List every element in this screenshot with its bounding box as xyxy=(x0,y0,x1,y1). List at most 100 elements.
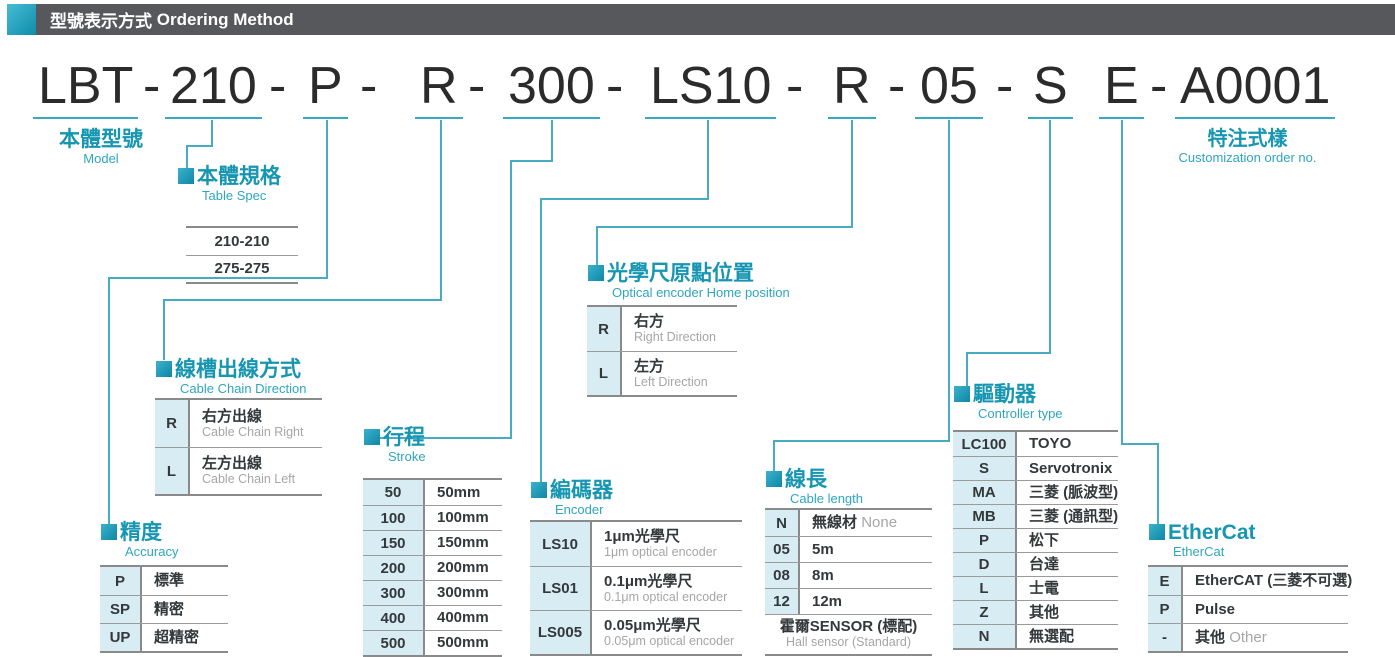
connector-line xyxy=(108,277,328,279)
row-value: 無線材 xyxy=(812,514,858,532)
section-marker-icon xyxy=(954,386,970,402)
section-marker-icon xyxy=(156,361,172,377)
row-code: 400 xyxy=(363,606,425,630)
model-separator: - xyxy=(468,57,486,115)
connector-line xyxy=(163,299,442,301)
model-separator: - xyxy=(996,57,1014,115)
connector-line xyxy=(851,120,853,228)
section-label-customization: 特注式樣 Customization order no. xyxy=(1145,128,1350,166)
row-value: 右方 xyxy=(634,313,665,331)
row-code: P xyxy=(100,567,142,595)
row-value: 士電 xyxy=(1029,579,1060,597)
row-value: 精密 xyxy=(154,600,185,618)
model-separator: - xyxy=(888,57,906,115)
row-value: 松下 xyxy=(1029,531,1060,549)
table-row: L 左方 Left Direction xyxy=(587,351,737,395)
connector-line xyxy=(596,226,598,266)
table-row: 210-210 xyxy=(186,228,298,255)
row-value: 左方出線 xyxy=(202,455,263,473)
row-code: 12 xyxy=(765,589,800,614)
row-code: S xyxy=(953,457,1017,480)
row-value: 0.1μm光學尺 xyxy=(604,572,693,590)
row-code: 05 xyxy=(765,537,800,562)
connector-line xyxy=(1157,443,1159,525)
connector-line xyxy=(510,160,512,439)
row-value: 台達 xyxy=(1029,555,1060,573)
row-value: 50mm xyxy=(437,483,481,501)
section-marker-icon xyxy=(178,168,194,184)
section-label-model: 本體型號 Model xyxy=(45,128,157,167)
page-title-en: Ordering Method xyxy=(156,9,294,29)
cable-chain-table: R 右方出線 Cable Chain Right L 左方出線 Cable Ch… xyxy=(155,398,322,496)
row-value: 12m xyxy=(812,592,843,610)
connector-line xyxy=(773,440,950,442)
table-row: 05 5m xyxy=(765,536,932,562)
row-value: 400mm xyxy=(437,609,489,627)
model-segment-home-position: R xyxy=(828,58,876,119)
cable-length-footer: 霍爾SENSOR (標配) Hall sensor (Standard) xyxy=(765,614,932,654)
row-code: L xyxy=(587,352,622,395)
row-value: TOYO xyxy=(1029,435,1072,453)
connector-line xyxy=(551,120,553,162)
section-label-encoder: 編碼器 Encoder xyxy=(531,479,613,518)
page-title-zh: 型號表示方式 xyxy=(50,12,152,31)
row-code: UP xyxy=(100,624,142,651)
table-row: MB 三菱 (通訊型) xyxy=(953,504,1118,528)
section-label-accuracy: 精度 Accuracy xyxy=(101,521,178,560)
controller-title-en: Controller type xyxy=(978,406,1063,422)
row-value: 0.05μm光學尺 xyxy=(604,616,701,634)
row-value: EtherCAT (三菱不可選) xyxy=(1195,572,1353,590)
model-segment-encoder: LS10 xyxy=(645,58,777,119)
controller-table: LC100 TOYO S Servotronix MA 三菱 (脈波型) MB … xyxy=(953,430,1118,650)
model-separator: - xyxy=(143,57,161,115)
row-value: Pulse xyxy=(1195,600,1236,618)
section-label-table-spec: 本體規格 Table Spec xyxy=(178,165,281,204)
row-value: 210-210 xyxy=(214,232,270,250)
connector-line xyxy=(540,198,542,484)
table-spec-title-zh: 本體規格 xyxy=(197,165,281,188)
section-marker-icon xyxy=(588,265,604,281)
row-code: - xyxy=(1148,624,1183,651)
row-value-en: Left Direction xyxy=(634,374,708,389)
row-code: P xyxy=(953,529,1017,552)
row-code: LS005 xyxy=(530,611,592,654)
row-value: 1μm光學尺 xyxy=(604,528,680,546)
model-segment-accuracy: P xyxy=(303,58,348,119)
row-value: 200mm xyxy=(437,559,489,577)
row-code: 50 xyxy=(363,480,425,505)
cable-chain-title-en: Cable Chain Direction xyxy=(180,381,307,397)
table-row: S Servotronix xyxy=(953,456,1118,480)
section-label-controller: 驅動器 Controller type xyxy=(954,383,1063,422)
table-row: L 士電 xyxy=(953,576,1118,600)
row-code: N xyxy=(953,625,1017,648)
row-code: MA xyxy=(953,481,1017,504)
section-label-stroke: 行程 Stroke xyxy=(364,426,426,465)
row-code: MB xyxy=(953,505,1017,528)
row-value: 無選配 xyxy=(1029,627,1075,645)
table-row: N 無線材 None xyxy=(765,510,932,536)
section-label-cable-chain: 線槽出線方式 Cable Chain Direction xyxy=(156,358,306,397)
home-position-title-zh: 光學尺原點位置 xyxy=(607,262,754,285)
table-row: LS01 0.1μm光學尺 0.1μm optical encoder xyxy=(530,566,742,610)
row-code: 100 xyxy=(363,506,425,530)
row-code: 200 xyxy=(363,556,425,580)
row-code: L xyxy=(953,577,1017,600)
home-position-title-en: Optical encoder Home position xyxy=(612,285,790,301)
table-row: N 無選配 xyxy=(953,624,1118,648)
cable-length-table: N 無線材 None 05 5m 08 8m 12 12m 霍爾SENSOR (… xyxy=(765,508,932,656)
accuracy-title-en: Accuracy xyxy=(125,544,179,560)
table-row: 275-275 xyxy=(186,255,298,282)
row-code: LS01 xyxy=(530,567,592,610)
ethercat-title-zh: EtherCat xyxy=(1168,521,1256,544)
table-row: 100 100mm xyxy=(363,505,502,530)
section-marker-icon xyxy=(531,482,547,498)
table-row: Z 其他 xyxy=(953,600,1118,624)
model-separator: - xyxy=(606,57,624,115)
row-value: 三菱 (通訊型) xyxy=(1029,507,1119,525)
model-segment-ethercat: E xyxy=(1099,58,1144,119)
cable-length-title-en: Cable length xyxy=(790,491,863,507)
ethercat-table: E EtherCAT (三菱不可選) P Pulse - 其他 Other xyxy=(1148,565,1352,653)
table-row: 12 12m xyxy=(765,588,932,614)
row-code: LC100 xyxy=(953,432,1017,456)
row-value: 500mm xyxy=(437,634,489,652)
